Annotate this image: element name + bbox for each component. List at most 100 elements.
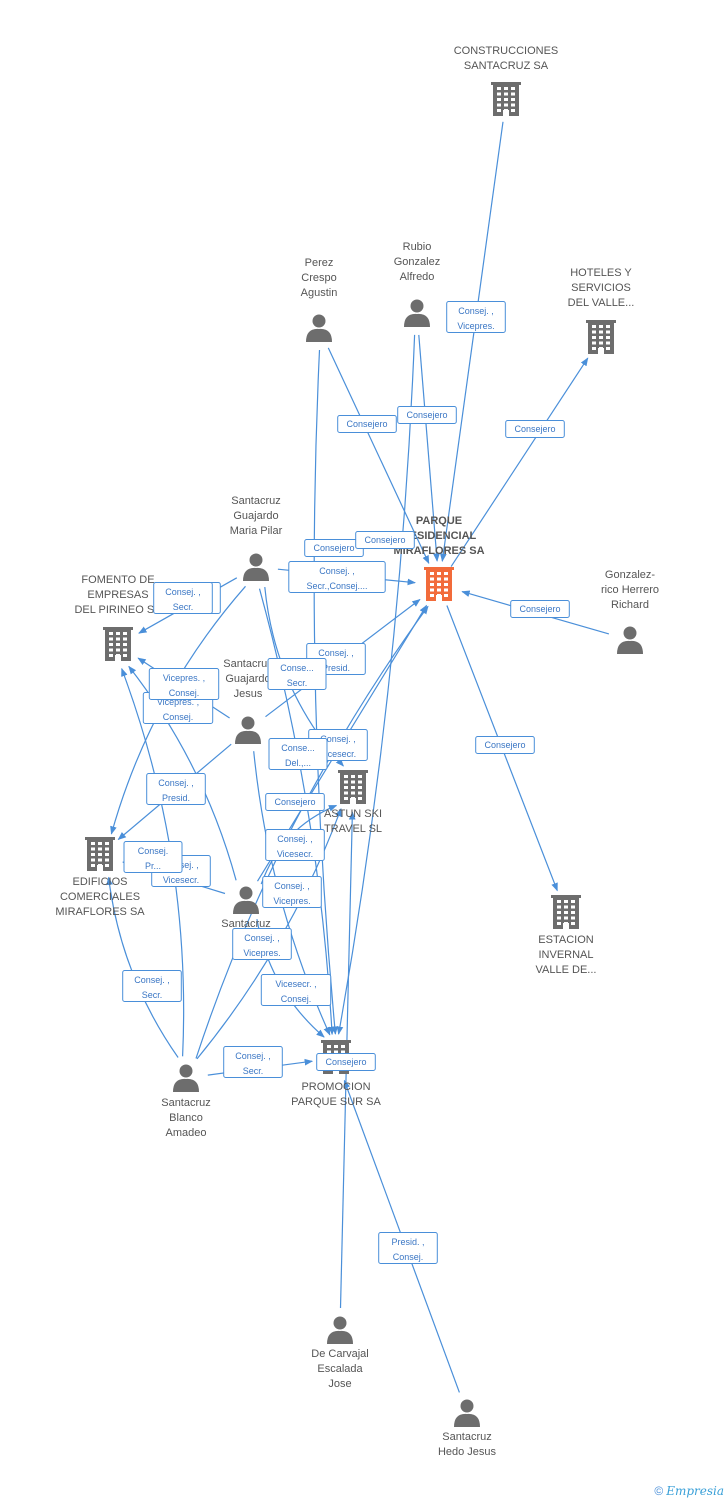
- edge-label[interactable]: Consej. ,Secr.,Consej....: [288, 561, 386, 593]
- building-window: [564, 911, 568, 914]
- building-window: [592, 330, 596, 334]
- building-window: [123, 643, 127, 646]
- edge-label-box: [223, 1046, 283, 1078]
- node-label-line: ESTACION: [538, 934, 593, 946]
- edge-label[interactable]: Conse...Del.,...: [268, 738, 328, 770]
- edge-line: [106, 876, 179, 1058]
- edge-label[interactable]: Consej. ,Vicepres.: [262, 876, 322, 908]
- node-label-line: Agustin: [301, 287, 338, 299]
- person-icon: [327, 1316, 353, 1344]
- edge-label[interactable]: Consej. ,Secr.: [153, 582, 213, 614]
- edge-label[interactable]: Consejero: [397, 406, 457, 424]
- edge-label[interactable]: Presid. ,Consej.: [378, 1232, 438, 1264]
- edge-label-box: [146, 773, 206, 805]
- edge-label[interactable]: Consejero: [337, 415, 397, 433]
- edge-label[interactable]: Consejero: [475, 736, 535, 754]
- edge-line: [195, 605, 429, 1059]
- edge-label[interactable]: Consej. ,Presid.: [146, 773, 206, 805]
- edge-label-text: Secr.: [142, 990, 163, 1000]
- edge-label-text: Vicepres.: [457, 321, 494, 331]
- edge-label[interactable]: Consejero: [505, 420, 565, 438]
- building-window: [592, 341, 596, 345]
- building-icon: [551, 895, 581, 929]
- node-label-line: Hedo Jesus: [438, 1446, 497, 1458]
- node-label-line: Amadeo: [166, 1127, 207, 1139]
- node-label-line: Richard: [611, 599, 649, 611]
- node-label-line: Santacruz: [442, 1431, 492, 1443]
- building-window: [571, 916, 575, 920]
- edge-label[interactable]: Consejero: [304, 539, 364, 557]
- edge-label-text: Consej. ,: [165, 587, 201, 597]
- building-window: [497, 103, 501, 107]
- footer-brand[interactable]: ©Empresia: [654, 1484, 724, 1498]
- edge-label[interactable]: Consejero: [316, 1053, 376, 1071]
- edge-label[interactable]: Consej. ,Vicesecr.: [265, 829, 325, 861]
- node-label-line: Santacruz: [221, 918, 271, 930]
- node-label-line: Guajardo: [225, 673, 270, 685]
- building-door: [598, 348, 604, 354]
- edge-label-text: Consejero: [325, 1057, 366, 1067]
- edge-label[interactable]: Conse...Secr.: [267, 658, 327, 690]
- building-window: [344, 780, 348, 784]
- edge-label[interactable]: Consej. ,Secr.: [122, 970, 182, 1002]
- building-icon: [491, 82, 521, 116]
- edge-label-text: Consejero: [346, 419, 387, 429]
- building-window: [504, 103, 508, 107]
- edge-label[interactable]: Vicepres. ,Consej.: [142, 692, 214, 724]
- node-label-line: ASTUN SKI: [324, 808, 382, 820]
- node-label-line: Gonzalez: [394, 256, 440, 268]
- edge-label[interactable]: Consej. ,Secr.: [223, 1046, 283, 1078]
- edge-label[interactable]: Consejero: [510, 600, 570, 618]
- edge-label[interactable]: Consejero: [265, 793, 325, 811]
- node-label-line: De Carvajal: [311, 1348, 368, 1360]
- building-window: [430, 572, 434, 575]
- edge-label-text: Consej. ,: [235, 1051, 271, 1061]
- node-label-line: MIRAFLORES SA: [393, 545, 484, 557]
- edge-label-text: Consej.: [169, 688, 200, 698]
- edge-label[interactable]: Consej. ,Vicepres.: [446, 301, 506, 333]
- edge-label-box: [355, 531, 415, 549]
- person-icon: [617, 626, 643, 654]
- edge-label[interactable]: Consej.Pr...: [123, 841, 183, 873]
- edge-label[interactable]: Vicesecr. ,Consej.: [260, 974, 332, 1006]
- building-window: [606, 330, 610, 334]
- node-label-line: Crespo: [301, 272, 336, 284]
- building-door: [115, 655, 121, 661]
- person-body: [454, 1413, 480, 1427]
- building-window: [344, 797, 348, 800]
- edge-label-text: Consej.: [163, 712, 194, 722]
- edge-label[interactable]: Consej. ,Vicepres.: [232, 928, 292, 960]
- person-head: [239, 886, 253, 900]
- person-icon: [454, 1399, 480, 1427]
- brand-logo-text: Empresia: [666, 1484, 724, 1498]
- node-label-line: rico Herrero: [601, 584, 659, 596]
- building-window: [430, 577, 434, 581]
- edge-label-text: Consejero: [406, 410, 447, 420]
- building-window: [344, 791, 348, 795]
- building-window: [444, 577, 448, 581]
- building-window: [430, 594, 434, 597]
- edge-label-text: Consej. ,: [319, 566, 355, 576]
- edge-label[interactable]: Consejero: [355, 531, 415, 549]
- edge-label[interactable]: Vicepres. ,Consej.: [148, 668, 220, 700]
- building-icon: [103, 627, 133, 661]
- building-window: [430, 583, 434, 586]
